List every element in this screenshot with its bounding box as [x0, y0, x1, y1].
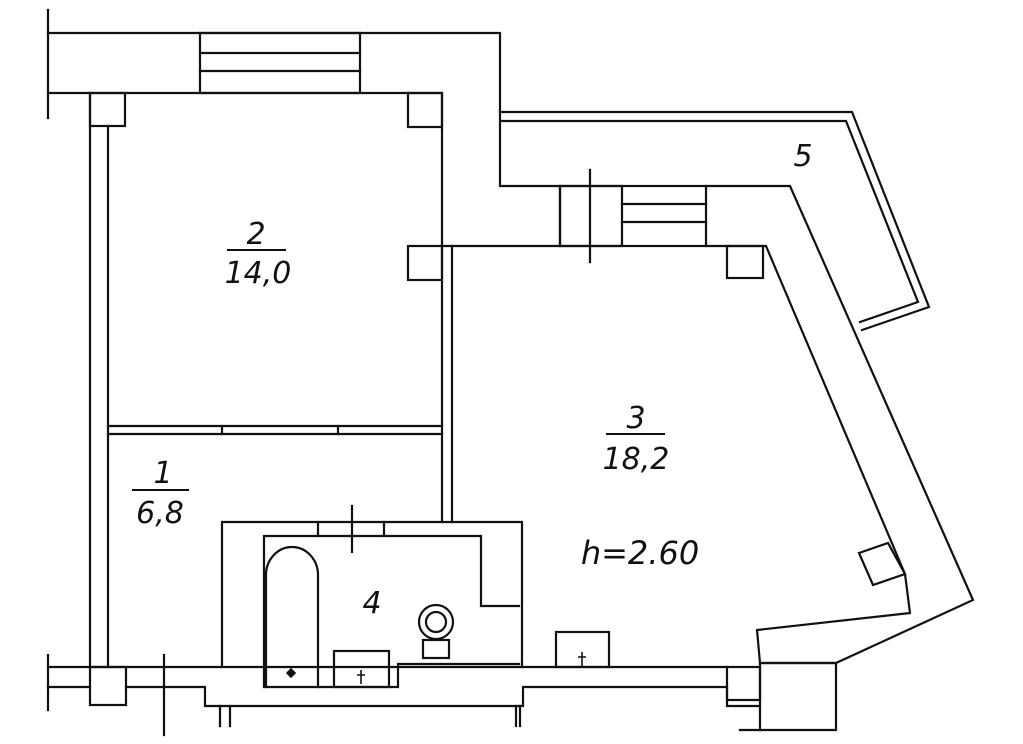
riser-cross-icon — [357, 670, 365, 684]
balcony-inner — [500, 119, 920, 324]
toilet — [417, 603, 455, 660]
fixture-symbols — [285, 652, 586, 684]
room-1-number: 1 — [153, 456, 172, 491]
partition-room2-room1 — [106, 424, 444, 436]
room-1-area: 6,8 — [136, 496, 184, 531]
column-room3-top-right — [725, 244, 765, 280]
column-bottom-right — [725, 665, 762, 702]
bath-drain-icon — [285, 667, 297, 679]
room-2-number: 2 — [246, 217, 265, 252]
room3-window — [558, 168, 708, 264]
bottom-right-wall-block — [758, 661, 838, 732]
top-window — [198, 31, 362, 95]
bathroom-riser — [332, 649, 391, 689]
bathroom-outer-wall — [220, 520, 524, 669]
riser-cross-icon — [578, 652, 586, 666]
room-3-area: 18,2 — [603, 442, 670, 477]
room-1-label: 1 6,8 — [132, 456, 189, 531]
room-2-label: 2 14,0 — [225, 217, 292, 291]
room-4-number: 4 — [362, 586, 381, 621]
left-column-top — [88, 91, 127, 128]
room-3-label: 3 18,2 — [603, 401, 670, 477]
column-room2-right — [406, 244, 444, 282]
room-labels: 2 14,0 1 6,8 3 18,2 4 5 h=2.60 — [132, 139, 813, 621]
walls — [46, 8, 975, 737]
ceiling-height: h=2.60 — [581, 534, 699, 572]
balcony-outline — [498, 110, 931, 332]
bathroom-inner-wall — [262, 534, 521, 689]
bathtub — [264, 545, 320, 689]
right-exterior-wall-inner — [704, 244, 912, 665]
left-exterior-wall — [88, 91, 110, 669]
partition-room3-west — [440, 244, 454, 524]
room-3-number: 3 — [626, 401, 645, 436]
column-room2-top-right — [406, 91, 444, 129]
bottom-wall-outer — [46, 685, 762, 708]
room-2-area: 14,0 — [225, 256, 292, 291]
column-bottom-left — [88, 665, 128, 707]
column-room3-bottom-right — [857, 541, 907, 587]
bottom-door-marks — [218, 704, 522, 728]
room-5-number: 5 — [793, 139, 812, 174]
right-exterior-wall-outer — [704, 184, 975, 665]
